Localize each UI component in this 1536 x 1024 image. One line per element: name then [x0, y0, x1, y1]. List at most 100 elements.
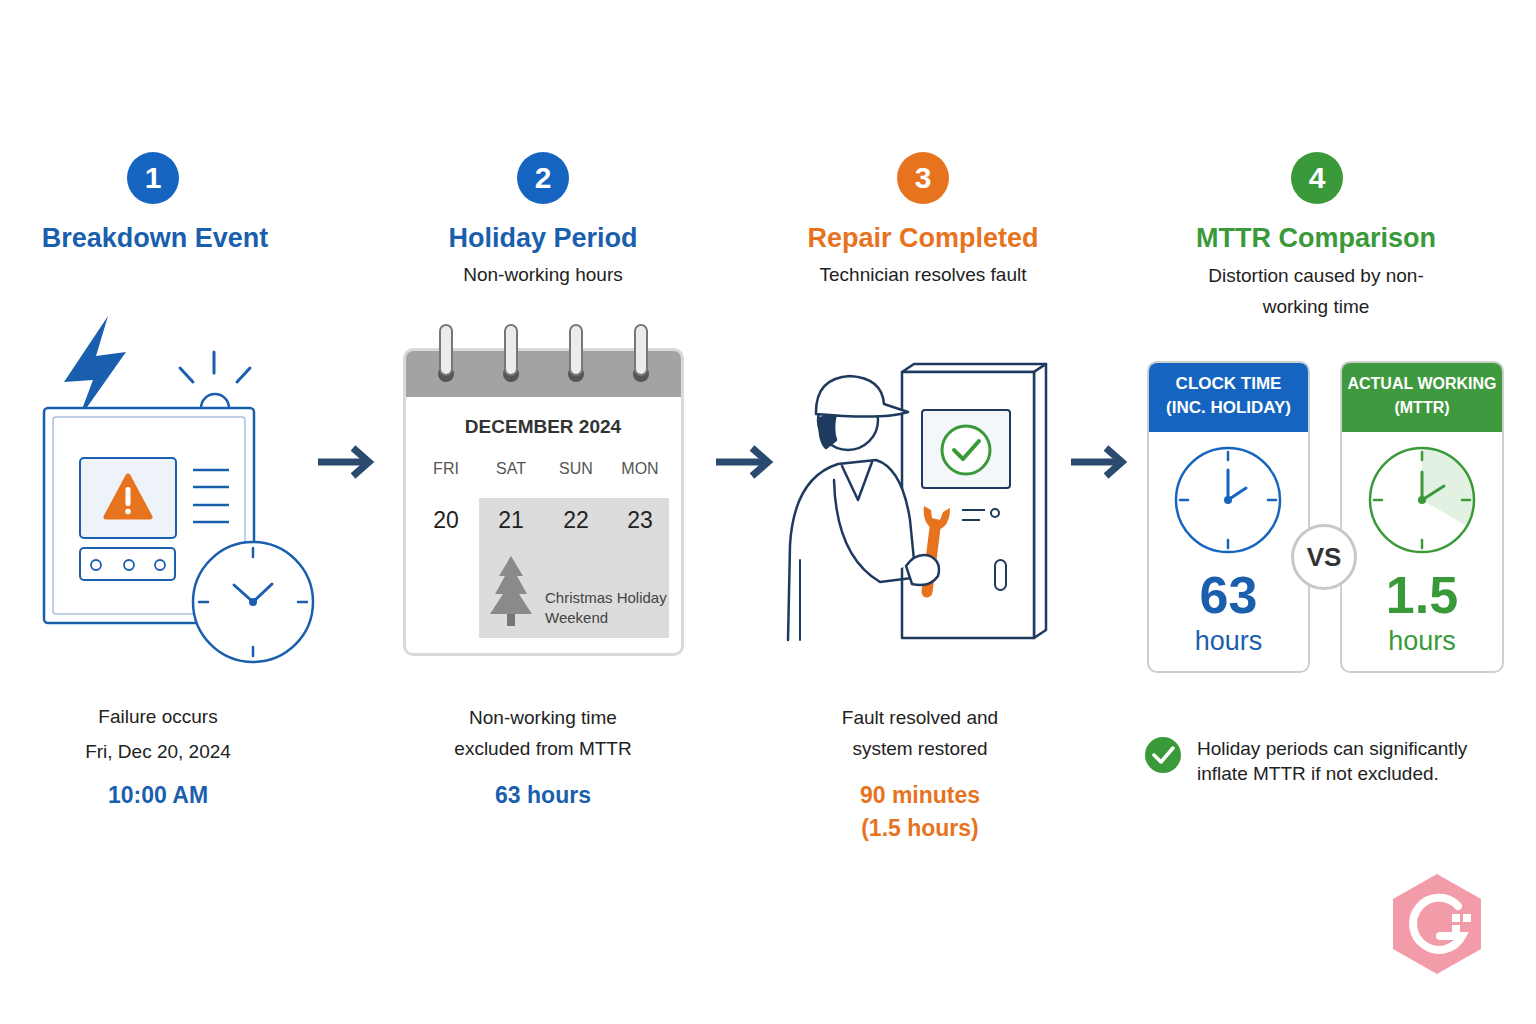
card-unit: hours	[1154, 625, 1304, 657]
step-heading: MTTR Comparison	[1146, 222, 1486, 254]
control-cabinet	[922, 410, 1010, 488]
watermark-logo	[1413, 898, 1462, 950]
machine-device	[193, 504, 229, 507]
christmas-tree	[507, 614, 515, 626]
step-value: 10:00 AM	[38, 781, 278, 809]
versus-text: VS	[1294, 542, 1354, 572]
control-cabinet	[902, 372, 1034, 638]
working-time-clock	[1370, 448, 1474, 552]
control-cabinet	[995, 560, 1006, 590]
step-number-circle: 2	[517, 152, 569, 204]
step-description: Non-working time excluded from MTTR	[443, 702, 643, 764]
calendar-ring	[635, 325, 647, 375]
control-cabinet	[902, 364, 1046, 638]
machine-device	[201, 394, 229, 408]
failure-clock	[193, 542, 313, 662]
technician-figure	[820, 414, 836, 448]
step-value: 63 hours	[423, 781, 663, 809]
lightning-bolt	[64, 316, 126, 420]
step-subtitle: Distortion caused by non-working time	[1196, 260, 1436, 322]
flow-arrow	[752, 448, 768, 476]
wrench-tool	[927, 528, 935, 592]
failure-clock	[252, 647, 255, 656]
watermark-logo	[1393, 874, 1481, 974]
calendar-ring	[440, 325, 452, 375]
machine-device	[193, 486, 229, 489]
card-header	[1342, 363, 1502, 432]
working-time-clock	[1421, 540, 1424, 548]
watermark-logo	[1452, 925, 1460, 933]
machine-device	[44, 408, 254, 623]
machine-device	[124, 560, 134, 570]
clock-time-clock	[1227, 540, 1230, 548]
step-heading: Holiday Period	[373, 222, 713, 254]
step-number: 1	[127, 161, 179, 195]
weekday-name: FRI	[421, 459, 471, 479]
flow-arrow	[716, 448, 768, 476]
failure-clock	[193, 542, 313, 662]
control-cabinet	[991, 509, 999, 517]
calendar-ring	[503, 366, 519, 382]
working-time-clock	[1422, 448, 1474, 526]
card-title: CLOCK TIME (INC. HOLIDAY)	[1159, 372, 1299, 420]
calendar-ring	[505, 325, 517, 375]
calendar-month: DECEMBER 2024	[413, 415, 673, 439]
technician-figure	[834, 480, 912, 582]
success-check	[942, 426, 990, 474]
note-check-icon	[1154, 748, 1173, 762]
day-number: 23	[615, 506, 665, 534]
technician-figure	[818, 390, 878, 450]
step-number-circle: 1	[127, 152, 179, 204]
machine-device	[193, 469, 229, 472]
failure-clock	[199, 601, 208, 604]
step-description: Fault resolved and system restored	[830, 702, 1010, 764]
note-check-icon	[1145, 737, 1181, 773]
working-time-clock	[1418, 496, 1426, 504]
control-cabinet	[962, 519, 980, 521]
machine-device	[80, 548, 175, 580]
watermark-logo	[1452, 914, 1460, 922]
day-number: 22	[551, 506, 601, 534]
alarm-sparks	[237, 368, 250, 382]
step-value: 90 minutes (1.5 hours)	[845, 779, 995, 845]
clock-time-clock	[1227, 452, 1230, 460]
machine-device	[80, 458, 176, 538]
flow-arrow	[353, 448, 369, 476]
technician-hand	[906, 555, 939, 585]
alarm-sparks	[213, 352, 216, 373]
technician-figure	[788, 376, 914, 640]
step-heading: Breakdown Event	[0, 222, 325, 254]
failure-clock	[253, 584, 272, 602]
success-check	[954, 441, 979, 459]
card-header	[1149, 363, 1308, 432]
success-check	[942, 426, 990, 474]
step-number-circle: 4	[1291, 152, 1343, 204]
wrench-tool	[924, 506, 950, 530]
calendar-ring	[570, 325, 582, 375]
warning-symbol	[125, 509, 131, 515]
working-time-clock	[1370, 448, 1474, 552]
watermark-logo	[1393, 874, 1481, 974]
step-number: 4	[1291, 161, 1343, 195]
flow-arrow	[1071, 459, 1119, 466]
card-unit: hours	[1347, 625, 1497, 657]
flow-arrow	[318, 448, 369, 476]
clock-time-clock	[1224, 496, 1232, 504]
clock-time-clock	[1228, 488, 1246, 500]
warning-symbol	[106, 476, 150, 517]
christmas-tree	[490, 556, 532, 626]
technician-figure	[816, 376, 908, 417]
clock-time-clock	[1176, 448, 1280, 552]
calendar-ring	[568, 366, 584, 382]
card-title: ACTUAL WORKING (MTTR)	[1344, 372, 1500, 420]
calendar-header	[406, 351, 681, 397]
calendar-ring	[633, 366, 649, 382]
machine-device	[44, 394, 254, 623]
working-time-card: ACTUAL WORKING (MTTR)1.5hours	[1340, 361, 1504, 673]
day-number: 21	[486, 506, 536, 534]
step-number: 2	[517, 161, 569, 195]
technician-figure	[799, 560, 801, 640]
christmas-tree	[490, 556, 532, 614]
warning-symbol	[126, 487, 131, 506]
alarm-sparks	[180, 368, 193, 382]
